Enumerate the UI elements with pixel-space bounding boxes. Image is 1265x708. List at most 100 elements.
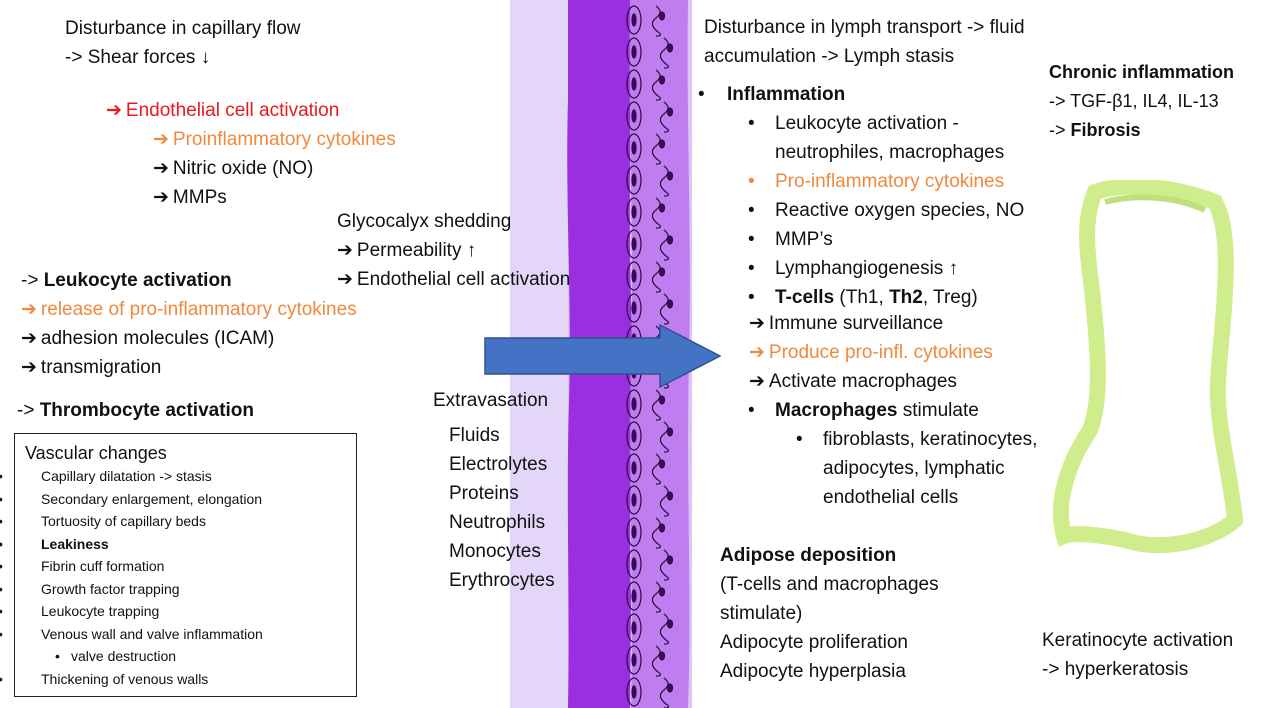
tissue-cell: [651, 261, 662, 293]
arrow-icon: ➔: [749, 371, 765, 392]
inflammation-section: •Inflammation: [698, 84, 846, 105]
lymph-vessel-illustration: [1052, 180, 1244, 554]
chronic-inflammation: Chronic inflammation -> TGF-β1, IL4, IL-…: [1049, 62, 1235, 140]
cell-nucleus: [666, 683, 674, 693]
endothelial-cell: [626, 5, 642, 35]
endothelial-cell: [626, 69, 642, 99]
tissue-cell: [651, 133, 662, 165]
endothelial-cell: [626, 165, 642, 195]
cell-nucleus: [631, 653, 637, 667]
list-item: Lymphangiogenesis ↑: [748, 254, 1024, 283]
cell-nucleus: [631, 525, 637, 539]
endothelial-cell: [626, 517, 642, 547]
cell-nucleus: [666, 235, 674, 245]
leukocyte-activation: -> Leukocyte activation ➔release of pro-…: [21, 266, 357, 382]
cell-nucleus: [658, 459, 666, 469]
list-item: Venous wall and valve inflammation: [0, 623, 348, 646]
endothelial-cell: [626, 133, 642, 163]
keratinocyte-activation: Keratinocyte activation -> hyperkeratosi…: [1042, 630, 1234, 680]
endothelial-activation: ➔Endothelial cell activation: [106, 96, 339, 125]
cell-nucleus: [631, 429, 637, 443]
arrow-icon: ➔: [749, 342, 765, 363]
cell-nucleus: [631, 461, 637, 475]
cell-nucleus: [658, 267, 666, 277]
tissue-cell: [651, 389, 662, 421]
tissue-cell: [651, 645, 662, 677]
tissue-cell: [651, 517, 662, 549]
right-arrow-icon: [484, 324, 722, 388]
arrow-icon: ➔: [153, 129, 169, 150]
tissue-cell: [659, 549, 670, 581]
list-item: Leakiness: [0, 533, 348, 556]
list-item: Pro-inflammatory cytokines: [748, 167, 1024, 196]
arrow-icon: ➔: [153, 187, 169, 208]
endothelial-cell: [626, 293, 642, 323]
endothelial-cell: [626, 261, 642, 291]
cell-nucleus: [658, 651, 666, 661]
cell-nucleus: [631, 205, 637, 219]
cell-nucleus: [658, 75, 666, 85]
arrow-icon: ➔: [106, 100, 122, 121]
list-item: T-cells (Th1, Th2, Treg): [748, 283, 1024, 312]
list-item: Fibrin cuff formation: [0, 555, 348, 578]
list-item-continuation: adipocytes, lymphatic: [823, 458, 1005, 479]
cell-nucleus: [666, 491, 674, 501]
cell-nucleus: [658, 395, 666, 405]
cell-nucleus: [631, 621, 637, 635]
thrombocyte-activation: -> Thrombocyte activation: [17, 400, 255, 421]
tissue-cell: [659, 37, 670, 69]
list-item: fibroblasts, keratinocytes,: [796, 425, 1037, 454]
list-item-continuation: endothelial cells: [823, 487, 959, 508]
vascular-changes-title: Vascular changes: [25, 443, 167, 463]
endothelial-cell: [626, 37, 642, 67]
list-item: Leukocyte activation -: [748, 109, 1024, 138]
macrophage-targets: fibroblasts, keratinocytes, adipocytes, …: [796, 425, 1037, 512]
tissue-cell: [651, 5, 662, 37]
list-item: Macrophages stimulate: [748, 396, 979, 425]
cell-nucleus: [631, 269, 637, 283]
tissue-cell: [659, 485, 670, 517]
endothelial-cell: [626, 101, 642, 131]
cell-nucleus: [666, 299, 674, 309]
endothelial-cell: [626, 485, 642, 515]
tissue-cell: [651, 197, 662, 229]
cell-nucleus: [666, 107, 674, 117]
adipose-deposition: Adipose deposition (T-cells and macropha…: [720, 545, 939, 682]
endothelial-cell: [626, 549, 642, 579]
tissue-cell: [659, 677, 670, 708]
tissue-cell: [651, 581, 662, 613]
cell-nucleus: [631, 77, 637, 91]
tcell-actions: ➔Immune surveillance ➔Produce pro-infl. …: [749, 309, 993, 396]
cell-nucleus: [631, 45, 637, 59]
endothelial-items: ➔Proinflammatory cytokines ➔Nitric oxide…: [153, 125, 396, 212]
list-item: Growth factor trapping: [0, 578, 348, 601]
list-item: Thickening of venous walls: [0, 668, 348, 691]
cell-nucleus: [631, 237, 637, 251]
vascular-changes-box: Vascular changes Capillary dilatation ->…: [0, 433, 357, 697]
endothelial-cell: [626, 645, 642, 675]
cell-nucleus: [631, 109, 637, 123]
endothelial-cell: [626, 581, 642, 611]
extravasation-list: Fluids Electrolytes Proteins Neutrophils…: [449, 425, 555, 591]
tissue-cell: [659, 293, 670, 325]
arrow-icon: ➔: [21, 357, 37, 378]
list-item: Leukocyte trapping: [0, 600, 348, 623]
arrow-icon: ➔: [337, 240, 353, 261]
arrow-icon: ➔: [749, 313, 765, 334]
arrow-icon: ➔: [21, 299, 37, 320]
list-item: Secondary enlargement, elongation: [0, 488, 348, 511]
vascular-changes-list: Capillary dilatation -> stasis Secondary…: [0, 465, 348, 691]
cell-nucleus: [666, 171, 674, 181]
cell-nucleus: [658, 523, 666, 533]
inflammation-list: Leukocyte activation - neutrophiles, mac…: [748, 109, 1024, 312]
list-item: Reactive oxygen species, NO: [748, 196, 1024, 225]
endothelial-cell: [626, 613, 642, 643]
list-item: valve destruction: [25, 645, 348, 668]
glycocalyx-shedding: Glycocalyx shedding ➔Permeability ↑ ➔End…: [337, 207, 570, 294]
cell-nucleus: [631, 141, 637, 155]
capillary-disturbance-text: Disturbance in capillary flow -> Shear f…: [65, 18, 301, 68]
cell-nucleus: [666, 619, 674, 629]
cell-nucleus: [631, 301, 637, 315]
arrow-icon: ➔: [21, 328, 37, 349]
endothelial-cell: [626, 229, 642, 259]
